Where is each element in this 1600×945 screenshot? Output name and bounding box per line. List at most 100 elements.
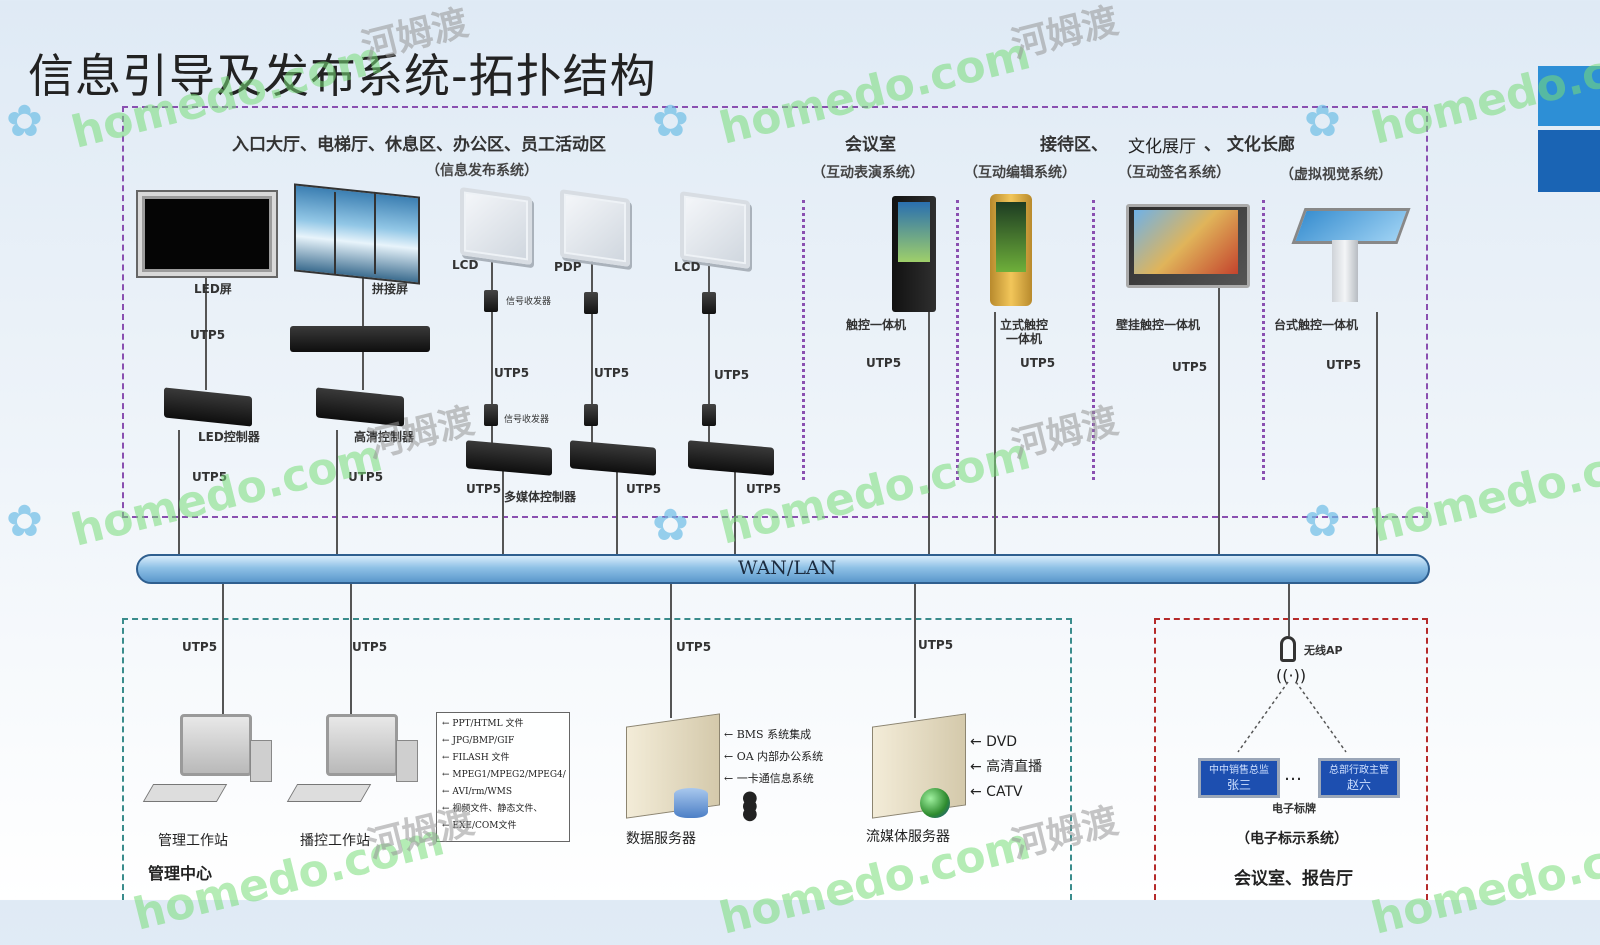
standing-touch-label-2: 一体机 [1006,332,1043,346]
play-monitor [326,714,398,776]
file-type-item: ← AVI/rm/WMS [442,787,513,797]
signal-tx-3-bottom [702,404,716,426]
database-icon [674,788,708,818]
line-touch [928,312,930,554]
corner-tab [1538,66,1600,126]
play-keyboard [286,784,372,802]
line-led [178,430,180,554]
stream-server [872,713,966,819]
lcd-label-2: LCD [674,260,701,274]
signal-tx-1-top [484,290,498,312]
right-sign: 总部行政主管 赵六 [1318,758,1400,798]
mgmt-station-label: 管理工作站 [158,833,228,849]
standing-touch-screen [996,202,1026,272]
utp-stream: UTP5 [918,638,954,652]
utp-m2-bottom: UTP5 [626,482,662,496]
signal-tx-1-bottom [484,404,498,426]
watermark-flower-icon: ✿ [1304,496,1341,547]
line-play [350,584,352,714]
reception-header: 接待区、 [1040,135,1108,155]
utp-data: UTP5 [676,640,712,654]
data-system-item: ← 一卡通信息系统 [724,772,814,785]
signal-tx-2-top [584,292,598,314]
signage-system-label: （电子标示系统） [1236,831,1348,847]
utp-m2-mid: UTP5 [594,366,630,380]
splice-grid [334,191,336,275]
line-m1-top [491,260,493,450]
perform-subheader: （互动表演系统） [812,165,924,181]
file-type-item: ← JPG/BMP/GIF [442,736,515,746]
led-screen-label: LED屏 [194,282,232,296]
left-sign-line-1: 中中销售总监 [1209,765,1269,776]
media-controller-label: 多媒体控制器 [504,490,577,504]
wan-lan-label: WAN/LAN [738,557,837,579]
splice-grid-2 [374,191,376,275]
wall-touch-label: 壁挂触控一体机 [1116,318,1201,332]
data-system-item: ← OA 内部办公系统 [724,750,824,763]
more-dots-icon: ●●● [742,787,758,824]
watermark-flower-icon: ✿ [6,496,43,547]
utp-m1-mid: UTP5 [494,366,530,380]
signal-tx-2-bottom [584,404,598,426]
data-server-label: 数据服务器 [626,831,696,847]
signage-room-label: 会议室、报告厅 [1234,869,1353,889]
watermark-flower-icon: ✿ [652,500,689,551]
file-type-item: ← MPEG1/MPEG2/MPEG4/ [442,770,566,780]
play-tower [396,740,418,782]
wall-touch-screen [1134,210,1238,274]
watermark-cn: 河姆渡 [1007,0,1123,67]
led-screen [142,196,272,272]
watermark-flower-icon: ✿ [6,96,43,147]
globe-icon [920,788,950,818]
mgmt-monitor [180,714,252,776]
reception-header-end: 、 文化长廊 [1204,135,1295,155]
line-led-top [205,270,207,390]
pdp-monitor [560,189,630,267]
utp-led-top: UTP5 [190,328,226,342]
virtual-subheader: （虚拟视觉系统） [1280,167,1392,183]
line-desk [1376,312,1378,554]
mgmt-tower [250,740,272,782]
line-m2 [616,470,618,554]
ap-link-right [1295,681,1347,753]
upper-zone [122,106,1428,518]
divider-2 [956,200,959,480]
line-wall [1218,282,1220,554]
signs-ellipsis: … [1284,764,1302,785]
utp-m3-mid: UTP5 [714,368,750,382]
hd-processor [290,326,430,352]
desk-touch-label: 台式触控一体机 [1274,318,1359,332]
sign-subheader: （互动签名系统） [1118,165,1230,181]
stream-source-item: ← CATV [970,784,1023,800]
lcd-monitor-1 [460,186,532,266]
line-hd [336,430,338,554]
utp-desk: UTP5 [1326,358,1362,372]
right-sign-line-2: 赵六 [1346,778,1371,792]
corner-tab-dark [1538,130,1600,192]
watermark-flower-icon: ✿ [1304,96,1341,147]
touch-aio-label: 触控一体机 [846,318,907,332]
utp-wall: UTP5 [1172,360,1208,374]
plate-label: 电子标牌 [1272,802,1316,815]
file-list: ← PPT/HTML 文件← JPG/BMP/GIF← FILASH 文件← M… [442,716,566,835]
signal-tx-label-1: 信号收发器 [506,297,552,307]
signal-tx-3-top [702,292,716,314]
stream-source-item: ← DVD [970,734,1018,750]
line-standing [994,312,996,554]
file-type-item: ← FILASH 文件 [442,753,510,763]
utp-m1-bottom: UTP5 [466,482,502,496]
stream-server-label: 流媒体服务器 [866,829,950,845]
hd-controller-label: 高清控制器 [354,430,415,444]
utp-led-bottom: UTP5 [192,470,228,484]
lcd-label-1: LCD [452,258,479,272]
desk-touch-stand [1332,240,1358,302]
mgmt-keyboard [142,784,228,802]
line-m3-top [708,260,710,450]
reception-header-mid: 文化展厅 [1128,137,1196,157]
line-mgmt [222,584,224,714]
standing-touch-label-1: 立式触控 [1000,318,1049,332]
divider-3 [1092,200,1095,480]
play-station-label: 播控工作站 [300,833,370,849]
line-m1 [502,470,504,554]
line-data [670,584,672,718]
